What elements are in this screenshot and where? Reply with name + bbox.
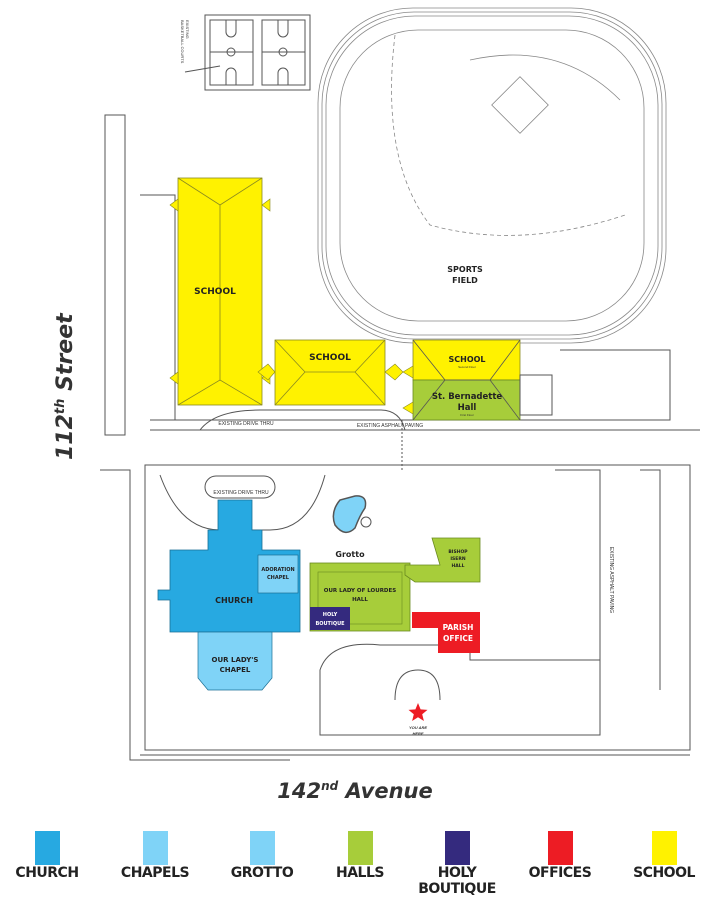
sports-field: SPORTS FIELD <box>317 7 667 344</box>
street-label-south: 142nd Avenue <box>277 779 432 803</box>
adoration-chapel-label: ADORATION <box>261 567 294 573</box>
parish-office-label: PARISH <box>443 623 474 632</box>
church-label: CHURCH <box>215 596 253 605</box>
drive-thru-label-south: EXISTING DRIVE THRU <box>213 490 269 496</box>
legend-label: HALLS <box>336 865 384 881</box>
bishop-isern-hall: BISHOP ISERN HALL <box>404 537 481 583</box>
holy-boutique-label: HOLY <box>323 612 338 618</box>
lourdes-hall-label-2: HALL <box>352 597 368 603</box>
legend-label: OFFICES <box>528 865 592 881</box>
church-building: CHURCH <box>157 499 301 633</box>
grotto: Grotto <box>332 495 372 559</box>
school-east-label: SCHOOL <box>448 355 485 364</box>
holy-boutique: HOLY BOUTIQUE <box>310 607 350 630</box>
svg-text:EXISTING: EXISTING <box>185 20 190 39</box>
st-bernadette-floor: First Floor <box>460 413 474 417</box>
legend-label: GROTTO <box>230 865 294 881</box>
holy-boutique-label-2: BOUTIQUE <box>315 621 345 627</box>
school-middle-label: SCHOOL <box>309 353 351 363</box>
legend-swatch <box>142 831 168 865</box>
basketball-label-2: BASKETBALL COURTS <box>180 20 185 64</box>
st-bernadette-label-2: Hall <box>458 403 477 413</box>
legend-swatch <box>34 831 60 865</box>
school-east-floor: Second Floor <box>458 365 476 369</box>
school-west-label: SCHOOL <box>194 287 236 297</box>
sports-field-label: SPORTS <box>447 265 483 274</box>
legend-item-school: SCHOOL <box>614 831 710 881</box>
legend-swatch <box>249 831 275 865</box>
asphalt-label-east: EXISTING ASPHALT PAVING <box>608 547 614 613</box>
drive-thru-label-north: EXISTING DRIVE THRU <box>218 421 274 427</box>
legend-label: HOLY BOUTIQUE <box>418 865 496 897</box>
legend-label: CHAPELS <box>120 865 190 881</box>
campus-map: EXISTING BASKETBALL COURTS SPORTS FIELD … <box>53 7 700 803</box>
legend-swatch <box>444 831 470 865</box>
our-ladys-chapel-label: OUR LADY'S <box>212 656 259 664</box>
legend-swatch <box>347 831 373 865</box>
legend-item-chapels: CHAPELS <box>105 831 205 881</box>
lourdes-hall-label: OUR LADY OF LOURDES <box>324 588 396 594</box>
you-are-here-label: YOU ARE <box>409 725 427 730</box>
legend-item-church: CHURCH <box>0 831 97 881</box>
bishop-isern-label: BISHOP <box>448 549 468 555</box>
legend-item-offices: OFFICES <box>510 831 610 881</box>
legend-label: CHURCH <box>15 865 79 881</box>
star-icon <box>408 703 428 721</box>
parking-and-drives: EXISTING ASPHALT PAVING EXISTING DRIVE T… <box>100 114 700 761</box>
st-bernadette-label: St. Bernadette <box>432 392 503 402</box>
svg-text:BASKETBALL COURTS: BASKETBALL COURTS <box>180 20 185 64</box>
parish-office: PARISH OFFICE <box>412 612 480 653</box>
asphalt-label-north: EXISTING ASPHALT PAVING <box>357 423 423 429</box>
legend-item-grotto: GROTTO <box>212 831 312 881</box>
bishop-isern-label-3: HALL <box>452 563 465 569</box>
street-label-west: 112th Street <box>53 312 78 460</box>
school-west: SCHOOL <box>169 177 271 406</box>
basketball-label: EXISTING <box>185 20 190 39</box>
legend-swatch <box>651 831 677 865</box>
adoration-chapel-label-2: CHAPEL <box>267 575 290 581</box>
bishop-isern-label-2: ISERN <box>450 556 465 562</box>
basketball-courts: EXISTING BASKETBALL COURTS <box>180 14 311 91</box>
legend-item-halls: HALLS <box>310 831 410 881</box>
grotto-label: Grotto <box>335 550 365 559</box>
school-middle: SCHOOL <box>257 339 404 406</box>
you-are-here-label-2: HERE <box>412 731 423 736</box>
parish-office-label-2: OFFICE <box>443 634 473 643</box>
sports-field-label-2: FIELD <box>452 276 478 285</box>
school-east-st-bernadette: SCHOOL Second Floor St. Bernadette Hall … <box>402 339 553 421</box>
legend-swatch <box>547 831 573 865</box>
our-ladys-chapel: OUR LADY'S CHAPEL <box>197 631 273 691</box>
our-ladys-chapel-label-2: CHAPEL <box>220 666 251 674</box>
adoration-chapel: ADORATION CHAPEL <box>257 554 299 594</box>
legend-label: SCHOOL <box>633 865 695 881</box>
you-are-here-marker: YOU ARE HERE <box>408 703 428 736</box>
legend-item-holy-boutique: HOLY BOUTIQUE <box>407 831 507 897</box>
